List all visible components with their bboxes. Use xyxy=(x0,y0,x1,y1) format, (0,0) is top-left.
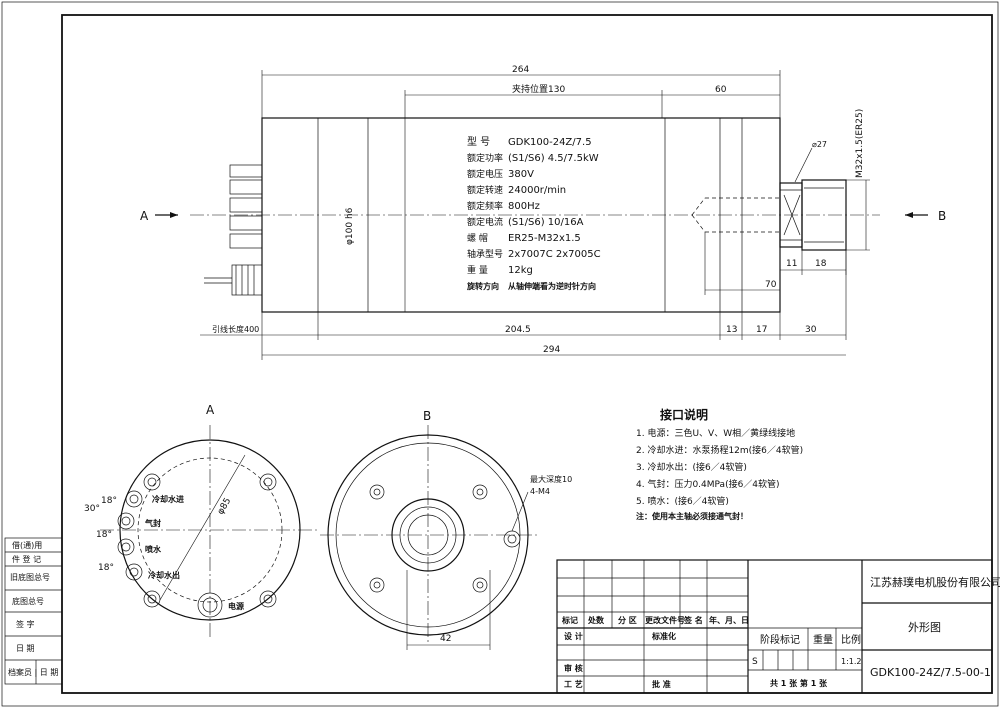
angle-18-top: 18° xyxy=(101,496,117,506)
spec-key: 螺 帽 xyxy=(467,232,488,244)
angle-18-mid: 18° xyxy=(96,530,112,540)
interface-note: 注：使用本主轴必须接通气封！ xyxy=(636,511,748,521)
spec-key: 额定电压 xyxy=(467,168,503,180)
rev-header: 签 名 xyxy=(683,615,703,625)
section-label-a: A xyxy=(140,209,149,223)
spec-key: 额定转速 xyxy=(467,184,503,196)
spec-value: 380V xyxy=(508,169,534,180)
dim-18: 18 xyxy=(815,259,827,269)
spec-value: 24000r/min xyxy=(508,185,566,196)
spec-key: 轴承型号 xyxy=(467,248,503,260)
dim-30: 30 xyxy=(805,325,817,335)
dim-thread: M32x1.5(ER25) xyxy=(855,109,865,178)
approve-label: 批 准 xyxy=(652,679,671,689)
section-label-b: B xyxy=(938,209,946,223)
dim-clamp-130: 夹持位置130 xyxy=(512,83,565,95)
stamp-row: 旧底图总号 xyxy=(10,572,50,582)
interface-item: 4. 气封：压力0.4MPa(接6／4软管) xyxy=(636,478,780,490)
scale-value: 1:1.2 xyxy=(841,657,862,666)
interface-item: 3. 冷却水出：(接6／4软管) xyxy=(636,461,747,473)
view-a: A φ85 30° 18° 18° 18° 冷却水进 气封 喷水 冷却水出 电源 xyxy=(84,403,320,640)
weight-label: 重量 xyxy=(813,633,833,646)
port-cooling-out: 冷却水出 xyxy=(148,570,180,580)
spec-value: GDK100-24Z/7.5 xyxy=(508,137,592,148)
view-b: B 最大深度10 4-M4 42 xyxy=(320,409,572,650)
sheet-count: 共 1 张 第 1 张 xyxy=(770,678,828,688)
rev-header: 更改文件号 xyxy=(645,615,685,625)
interface-item: 5. 喷水：(接6／4软管) xyxy=(636,495,729,507)
spec-key: 额定功率 xyxy=(467,152,503,164)
stage-mark-label: 阶段标记 xyxy=(760,633,800,646)
sheet-border xyxy=(61,14,993,694)
stamp-row: 底图总号 xyxy=(12,596,44,606)
port-spray: 喷水 xyxy=(145,544,162,554)
drawing-name: 外形图 xyxy=(908,621,941,634)
spec-key: 重 量 xyxy=(467,264,488,276)
angle-18-bottom: 18° xyxy=(98,563,114,573)
view-b-label: B xyxy=(423,409,431,423)
port-air-seal: 气封 xyxy=(144,518,161,528)
spec-key: 旋转方向 xyxy=(466,281,499,291)
dim-85: φ85 xyxy=(216,496,233,516)
mount-note-thread: 4-M4 xyxy=(530,487,550,496)
spec-value: 12kg xyxy=(508,265,533,276)
interface-item: 2. 冷却水进：水泵扬程12m(接6／4软管) xyxy=(636,444,803,456)
rev-header: 年、月、日 xyxy=(709,615,749,625)
interface-item: 1. 电源：三色U、V、W相／黄绿线接地 xyxy=(636,427,795,439)
front-dimensions: 264 夹持位置130 60 70 11 18 M32x1.5(ER25) ⌀2… xyxy=(200,65,870,360)
angle-30: 30° xyxy=(84,504,100,514)
spec-key: 额定频率 xyxy=(467,200,503,212)
stamp-row: 借(通)用 xyxy=(12,540,42,550)
review-label: 审 核 xyxy=(564,663,583,673)
rev-header: 标记 xyxy=(561,615,578,625)
left-stamp-table: 借(通)用 件 登 记 旧底图总号 底图总号 签 字 日 期 档案员 | 日 期 xyxy=(4,537,63,685)
dim-body-dia: φ100 h6 xyxy=(345,207,355,245)
dim-17: 17 xyxy=(756,325,767,335)
stamp-row: 档案员 | 日 期 xyxy=(8,667,58,677)
company-name: 江苏赫璞电机股份有限公司 xyxy=(870,575,1000,589)
port-power: 电源 xyxy=(228,601,244,611)
spec-value: (S1/S6) 4.5/7.5kW xyxy=(508,153,599,164)
design-label: 设 计 xyxy=(564,631,583,641)
stamp-row: 件 登 记 xyxy=(12,554,41,564)
scale-label: 比例 xyxy=(841,633,861,646)
view-a-label: A xyxy=(206,403,215,417)
interface-title: 接口说明 xyxy=(660,407,708,422)
spec-key: 型 号 xyxy=(467,135,490,148)
process-label: 工 艺 xyxy=(564,679,583,689)
rev-header: 处数 xyxy=(587,615,605,625)
drawing-number: GDK100-24Z/7.5-00-1 xyxy=(870,666,991,679)
power-connector xyxy=(231,264,263,296)
dim-60: 60 xyxy=(715,85,727,95)
dim-hex: ⌀27 xyxy=(812,140,827,149)
dim-lead-length: 引线长度400 xyxy=(212,324,259,334)
spec-value: ER25-M32x1.5 xyxy=(508,233,581,244)
dim-70: 70 xyxy=(765,280,777,290)
spec-key: 额定电流 xyxy=(467,216,503,228)
front-view: A B xyxy=(140,117,946,313)
interface-notes: 接口说明 1. 电源：三色U、V、W相／黄绿线接地 2. 冷却水进：水泵扬程12… xyxy=(636,407,803,521)
title-block: 标记 处数 分 区 更改文件号 签 名 年、月、日 设 计 标准化 审 核 工 … xyxy=(556,559,1000,694)
dim-294: 294 xyxy=(543,345,560,355)
mount-note-depth: 最大深度10 xyxy=(530,474,572,484)
stamp-row: 日 期 xyxy=(16,644,35,653)
spec-table: 型 号 GDK100-24Z/7.5 额定功率 (S1/S6) 4.5/7.5k… xyxy=(466,135,601,291)
stage-s: S xyxy=(752,657,758,667)
dim-204-5: 204.5 xyxy=(505,325,531,335)
spec-value: 2x7007C 2x7005C xyxy=(508,249,601,260)
spec-value: 800Hz xyxy=(508,201,540,212)
spec-value: (S1/S6) 10/16A xyxy=(508,217,584,228)
stamp-row: 签 字 xyxy=(16,619,35,629)
standard-label: 标准化 xyxy=(651,631,676,641)
dim-264: 264 xyxy=(512,65,529,75)
spec-value: 从轴伸端看为逆时针方向 xyxy=(508,281,596,291)
dim-13: 13 xyxy=(726,325,737,335)
rev-header: 分 区 xyxy=(618,615,637,625)
dim-42: 42 xyxy=(440,634,451,644)
dim-11: 11 xyxy=(786,259,797,269)
port-cooling-in: 冷却水进 xyxy=(152,494,184,504)
